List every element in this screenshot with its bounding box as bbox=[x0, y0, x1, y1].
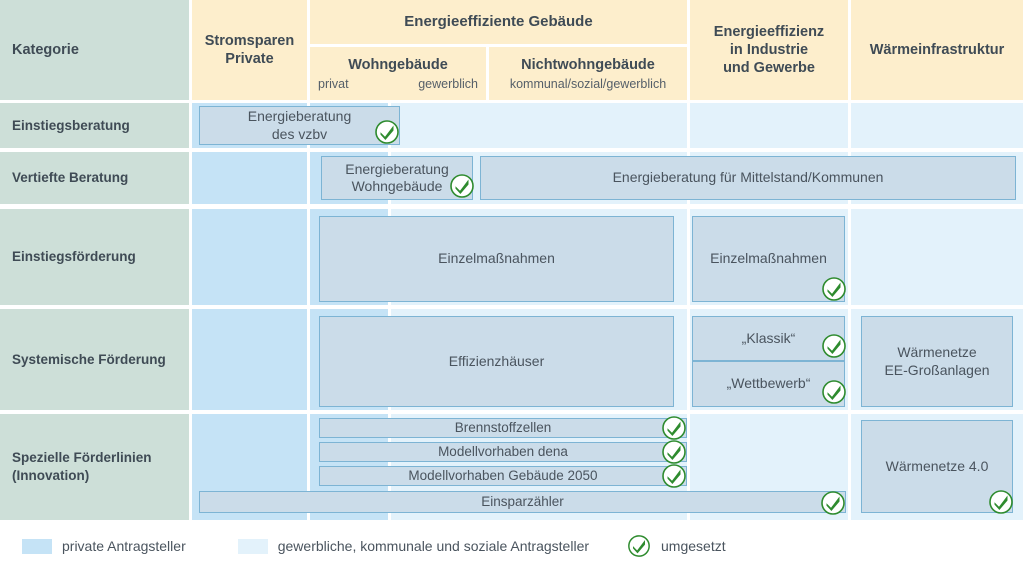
box-energieberatung-vzbv[interactable]: Energieberatung des vzbv bbox=[199, 106, 400, 145]
box-energieberatung-vzbv-line1: Energieberatung bbox=[247, 108, 352, 124]
header-industrie-line1: Energieeffizienz bbox=[713, 23, 825, 40]
legend-label-implemented: umgesetzt bbox=[661, 538, 726, 554]
cell-bg-industrie-r1 bbox=[690, 103, 848, 148]
check-icon-einsparzaehler bbox=[820, 490, 846, 516]
legend-item-implemented: umgesetzt bbox=[627, 534, 726, 558]
check-icon-energieberatung-vzbv bbox=[374, 119, 400, 145]
legend-swatch-commercial bbox=[237, 538, 268, 554]
check-icon-legend bbox=[627, 534, 651, 558]
box-waermenetze-ee-line2: EE-Großanlagen bbox=[884, 361, 990, 378]
row-label-einstiegsberatung: Einstiegsberatung bbox=[0, 103, 189, 148]
check-icon-energieberatung-wohngebaeude bbox=[449, 173, 475, 199]
cell-bg-strom-r4 bbox=[192, 309, 307, 410]
check-icon-modellvorhaben-gebaeude-2050 bbox=[661, 463, 687, 489]
cell-bg-waerme-r1 bbox=[851, 103, 1023, 148]
box-energieberatung-mittelstand-kommunen[interactable]: Energieberatung für Mittelstand/Kommunen bbox=[480, 156, 1016, 200]
box-brennstoffzellen[interactable]: Brennstoffzellen bbox=[319, 418, 687, 438]
box-einzelmassnahmen-gebaeude[interactable]: Einzelmaßnahmen bbox=[319, 216, 674, 302]
header-wohngebaeude-sub-gewerblich: gewerblich bbox=[418, 76, 478, 91]
box-modellvorhaben-gebaeude-2050[interactable]: Modellvorhaben Gebäude 2050 bbox=[319, 466, 687, 486]
header-energieeffizienz-industrie: Energieeffizienz in Industrie und Gewerb… bbox=[690, 0, 848, 100]
header-stromsparen-line1: Stromsparen bbox=[204, 32, 295, 49]
header-energieeffiziente-gebaeude: Energieeffiziente Gebäude bbox=[310, 0, 687, 44]
cell-bg-strom-r3 bbox=[192, 209, 307, 305]
legend-label-private: private Antragsteller bbox=[62, 538, 186, 554]
header-wohngebaeude: Wohngebäude privat gewerblich bbox=[310, 47, 486, 100]
header-stromsparen-line2: Private bbox=[225, 51, 274, 67]
header-wohngebaeude-title: Wohngebäude bbox=[348, 57, 448, 74]
header-stromsparen-private: Stromsparen Private bbox=[192, 0, 307, 100]
row-label-spezielle-foerderlinien: Spezielle Förderlinien (Innovation) bbox=[0, 414, 189, 520]
header-wohngebaeude-sub-privat: privat bbox=[318, 76, 349, 91]
header-industrie-line3: und Gewerbe bbox=[723, 60, 815, 77]
header-nichtwohngebaeude: Nichtwohngebäude kommunal/sozial/gewerbl… bbox=[489, 47, 687, 100]
header-industrie-line2: in Industrie bbox=[729, 41, 809, 58]
row-label-einstiegsfoerderung: Einstiegsförderung bbox=[0, 209, 189, 305]
box-energieberatung-wohngebaeude-line1: Energieberatung bbox=[345, 160, 449, 177]
box-modellvorhaben-dena[interactable]: Modellvorhaben dena bbox=[319, 442, 687, 462]
row-label-spezielle-line1: Spezielle Förderlinien bbox=[12, 450, 152, 466]
row-label-systemische-foerderung: Systemische Förderung bbox=[0, 309, 189, 410]
cell-bg-strom-r2 bbox=[192, 152, 307, 204]
box-effizienzhaeuser[interactable]: Effizienzhäuser bbox=[319, 316, 674, 407]
cell-bg-gebaeude-gew-r1 bbox=[391, 103, 687, 148]
box-einsparzaehler[interactable]: Einsparzähler bbox=[199, 491, 846, 513]
row-label-spezielle-line2: (Innovation) bbox=[12, 468, 90, 483]
header-waermeinfrastruktur: Wärmeinfrastruktur bbox=[851, 0, 1023, 100]
check-icon-modellvorhaben-dena bbox=[661, 439, 687, 465]
box-einzelmassnahmen-industrie[interactable]: Einzelmaßnahmen bbox=[692, 216, 845, 302]
box-waermenetze-40[interactable]: Wärmenetze 4.0 bbox=[861, 420, 1013, 513]
box-energieberatung-wohngebaeude[interactable]: Energieberatung Wohngebäude bbox=[321, 156, 473, 200]
check-icon-brennstoffzellen bbox=[661, 415, 687, 441]
legend: private Antragsteller gewerbliche, kommu… bbox=[0, 527, 1023, 565]
header-category: Kategorie bbox=[0, 0, 189, 100]
check-icon-wettbewerb bbox=[821, 379, 847, 405]
box-waermenetze-ee-line1: Wärmenetze bbox=[897, 344, 977, 360]
box-energieberatung-vzbv-line2: des vzbv bbox=[271, 125, 328, 142]
box-wettbewerb[interactable]: „Wettbewerb“ bbox=[692, 361, 845, 407]
legend-swatch-private bbox=[22, 538, 52, 554]
box-klassik[interactable]: „Klassik“ bbox=[692, 316, 845, 361]
legend-label-commercial: gewerbliche, kommunale und soziale Antra… bbox=[277, 538, 590, 554]
check-icon-waermenetze-40 bbox=[988, 489, 1014, 515]
check-icon-klassik bbox=[821, 333, 847, 359]
legend-item-private: private Antragsteller bbox=[22, 538, 186, 554]
legend-item-commercial: gewerbliche, kommunale und soziale Antra… bbox=[237, 538, 590, 554]
row-label-vertiefte-beratung: Vertiefte Beratung bbox=[0, 152, 189, 204]
box-waermenetze-ee-grossanlagen[interactable]: Wärmenetze EE-Großanlagen bbox=[861, 316, 1013, 407]
cell-bg-waerme-r3 bbox=[851, 209, 1023, 305]
header-nichtwohngebaeude-title: Nichtwohngebäude bbox=[521, 57, 655, 74]
check-icon-einzelmassnahmen-industrie bbox=[821, 276, 847, 302]
box-energieberatung-wohngebaeude-line2: Wohngebäude bbox=[351, 178, 443, 194]
header-nichtwohngebaeude-sub: kommunal/sozial/gewerblich bbox=[509, 76, 667, 91]
